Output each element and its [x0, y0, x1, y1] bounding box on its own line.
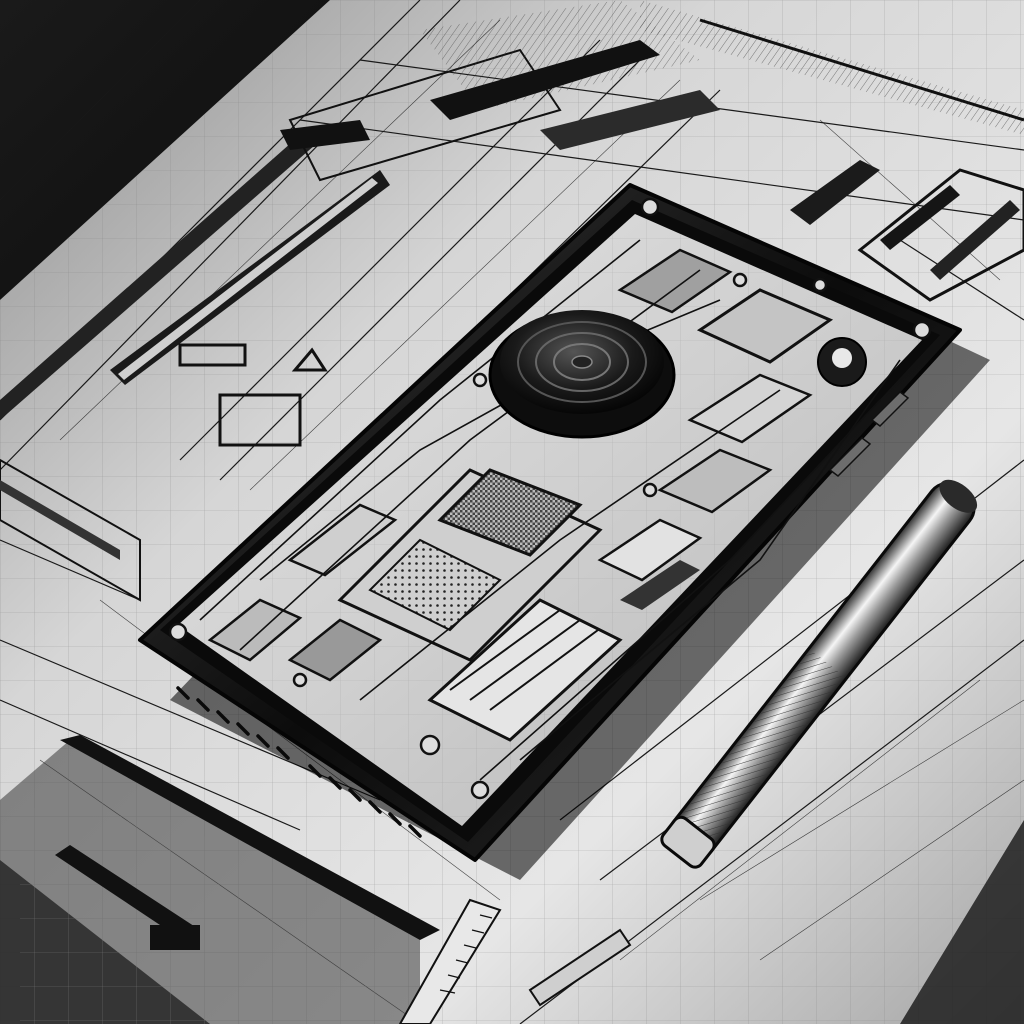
module-block — [657, 448, 773, 514]
module-block — [687, 373, 813, 444]
module-block — [287, 618, 383, 682]
module-block — [617, 248, 733, 314]
stylus-icon — [660, 479, 978, 869]
battery-block — [427, 598, 623, 742]
bottom-left-sketch — [0, 458, 440, 1024]
top-right-sketch — [640, 0, 1024, 302]
smartphone — [138, 183, 962, 862]
top-bracket-sketch — [0, 0, 720, 447]
camera-lens-icon — [488, 310, 676, 439]
sensor-icon — [817, 337, 867, 387]
ruler-strip — [398, 898, 632, 1024]
side-button — [828, 437, 872, 477]
module-block — [696, 288, 834, 364]
side-button — [870, 391, 910, 427]
module-block — [620, 560, 700, 610]
module-block — [597, 518, 703, 582]
speaker-mesh — [368, 538, 502, 632]
module-block — [287, 503, 398, 577]
screw-set — [168, 197, 932, 800]
speaker-grille-icon — [176, 686, 422, 838]
processor-chip — [437, 468, 583, 557]
